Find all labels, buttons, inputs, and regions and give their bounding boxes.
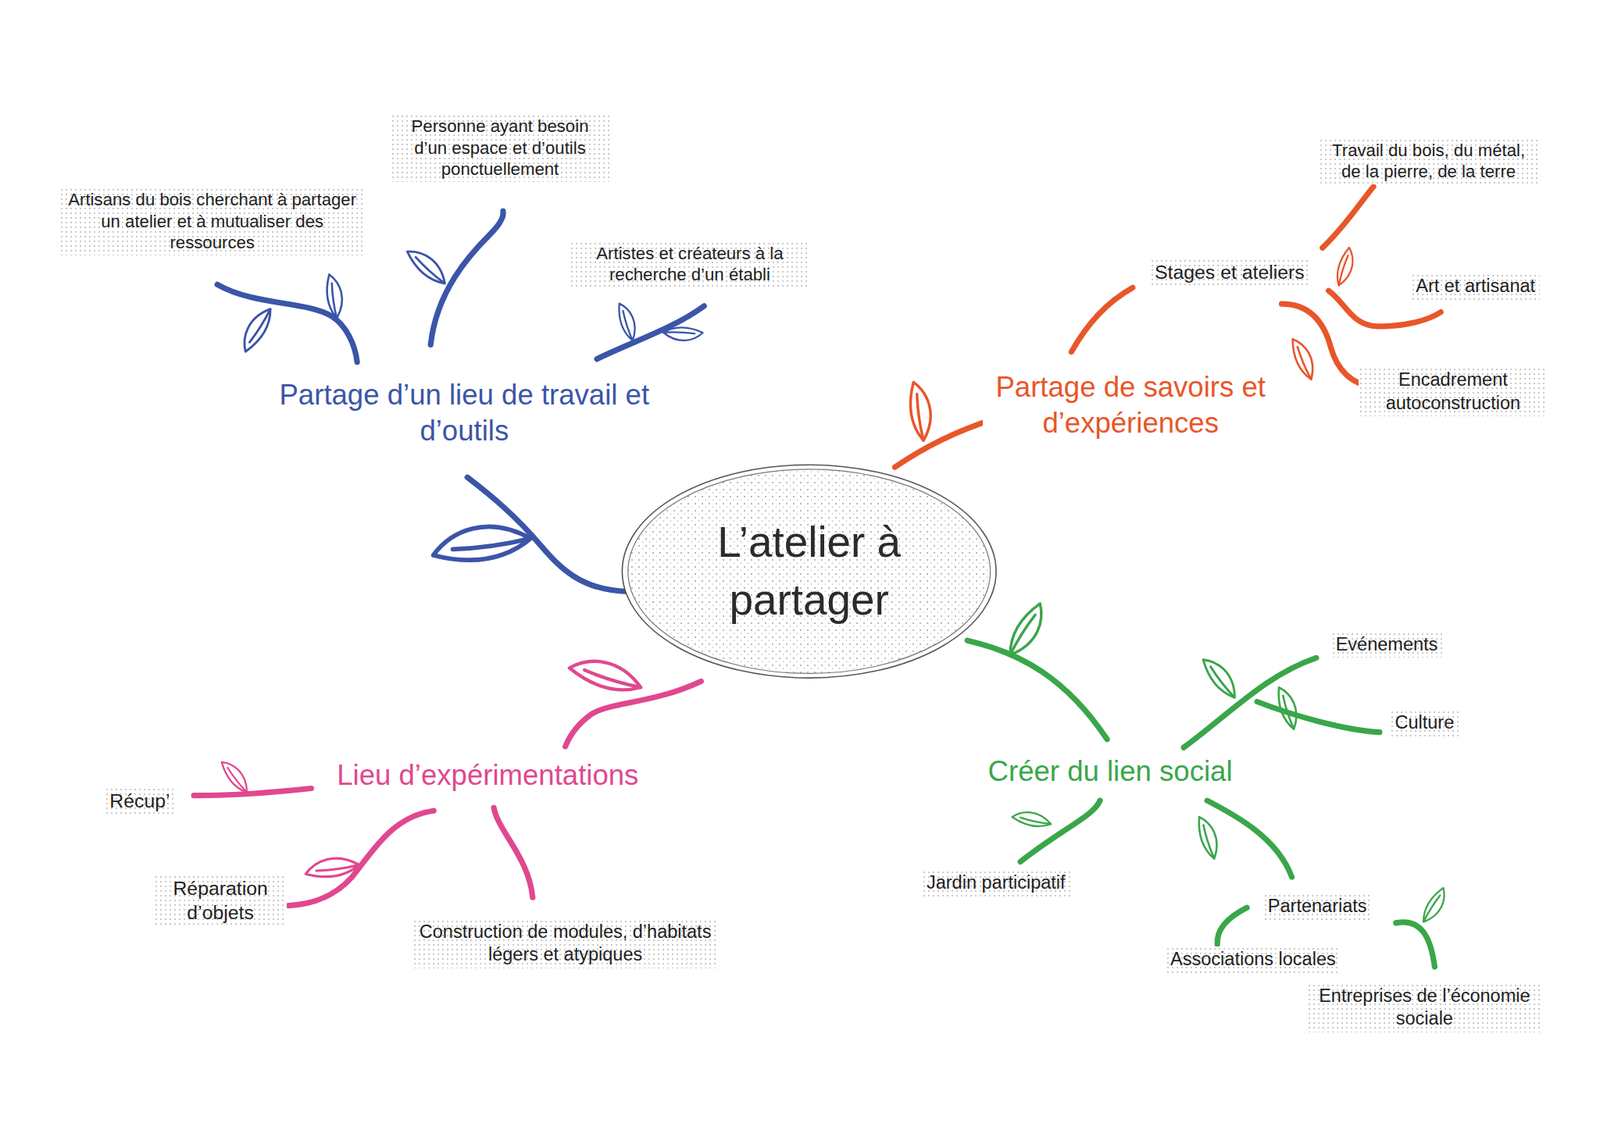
branch-label: Travail du bois, du métal, de la pierre,… bbox=[1318, 138, 1539, 186]
ellipse-outline bbox=[616, 459, 1002, 684]
branch-label: Artistes et créateurs à la recherche d’u… bbox=[569, 241, 810, 289]
branch-title: Partage de savoirs et d’expériences bbox=[982, 367, 1279, 443]
branch-title: Lieu d’expérimentations bbox=[332, 756, 643, 796]
pink-branches bbox=[193, 641, 701, 907]
branch-label: Evénements bbox=[1331, 632, 1443, 658]
branch-label: Artisans du bois cherchant à partager un… bbox=[59, 187, 366, 256]
central-title: L’atelier à partager bbox=[681, 513, 937, 629]
branch-label: Art et artisanat bbox=[1410, 273, 1540, 300]
branch-label: Partenariats bbox=[1263, 893, 1372, 920]
branch-label: Jardin participatif bbox=[921, 870, 1071, 897]
branch-label: Stages et ateliers bbox=[1150, 258, 1310, 286]
branch-label: Construction de modules, d’habitats lége… bbox=[412, 919, 719, 969]
branch-label: Entreprises de l’économie sociale bbox=[1307, 983, 1542, 1033]
branch-title: Créer du lien social bbox=[983, 752, 1238, 792]
branch-label: Personne ayant besoin d’un espace et d’o… bbox=[390, 114, 611, 183]
branch-label: Culture bbox=[1389, 710, 1459, 736]
branch-label: Réparation d’objets bbox=[153, 875, 287, 927]
branch-label: Récup’ bbox=[104, 787, 175, 815]
central-ellipse: L’atelier à partager bbox=[616, 459, 1002, 684]
branch-label: Associations locales bbox=[1165, 946, 1341, 973]
orange-branches bbox=[894, 186, 1441, 468]
branch-label: Encadrement autoconstruction bbox=[1358, 367, 1548, 417]
green-branches bbox=[967, 603, 1454, 968]
branch-title: Partage d’un lieu de travail et d’outils bbox=[250, 375, 679, 450]
